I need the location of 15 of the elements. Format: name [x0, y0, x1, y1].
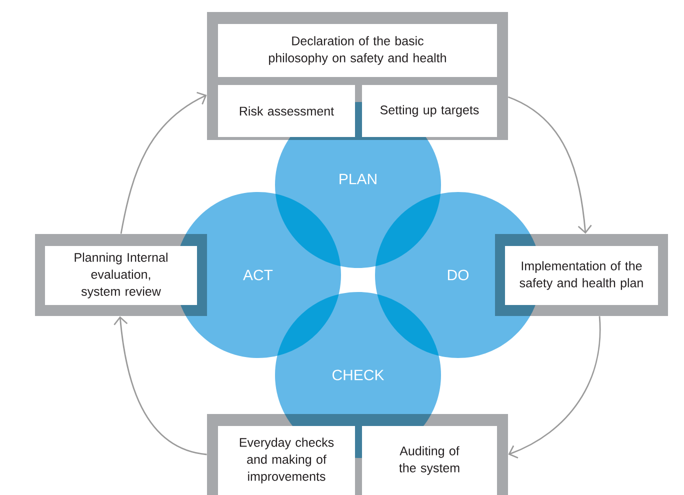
node-label: DO: [448, 270, 469, 280]
arrow: [120, 92, 207, 234]
text-box: Everyday checks and making of improvements: [218, 426, 355, 495]
arrow: [508, 96, 592, 234]
text-box: Auditing of the system: [362, 426, 497, 495]
node-label: ACT: [243, 270, 273, 280]
text-box: Implementation of the safety and health plan: [505, 246, 658, 305]
node-label: PLAN: [340, 174, 376, 184]
text-box: Declaration of the basic philosophy on safety and health: [218, 24, 497, 77]
arrow: [508, 316, 601, 459]
node-label: CHECK: [332, 370, 384, 380]
arrow: [114, 316, 207, 456]
text-box: Setting up targets: [362, 85, 497, 137]
text-box: Risk assessment: [218, 85, 355, 137]
text-box: Planning Internal evaluation, system review: [45, 246, 197, 305]
